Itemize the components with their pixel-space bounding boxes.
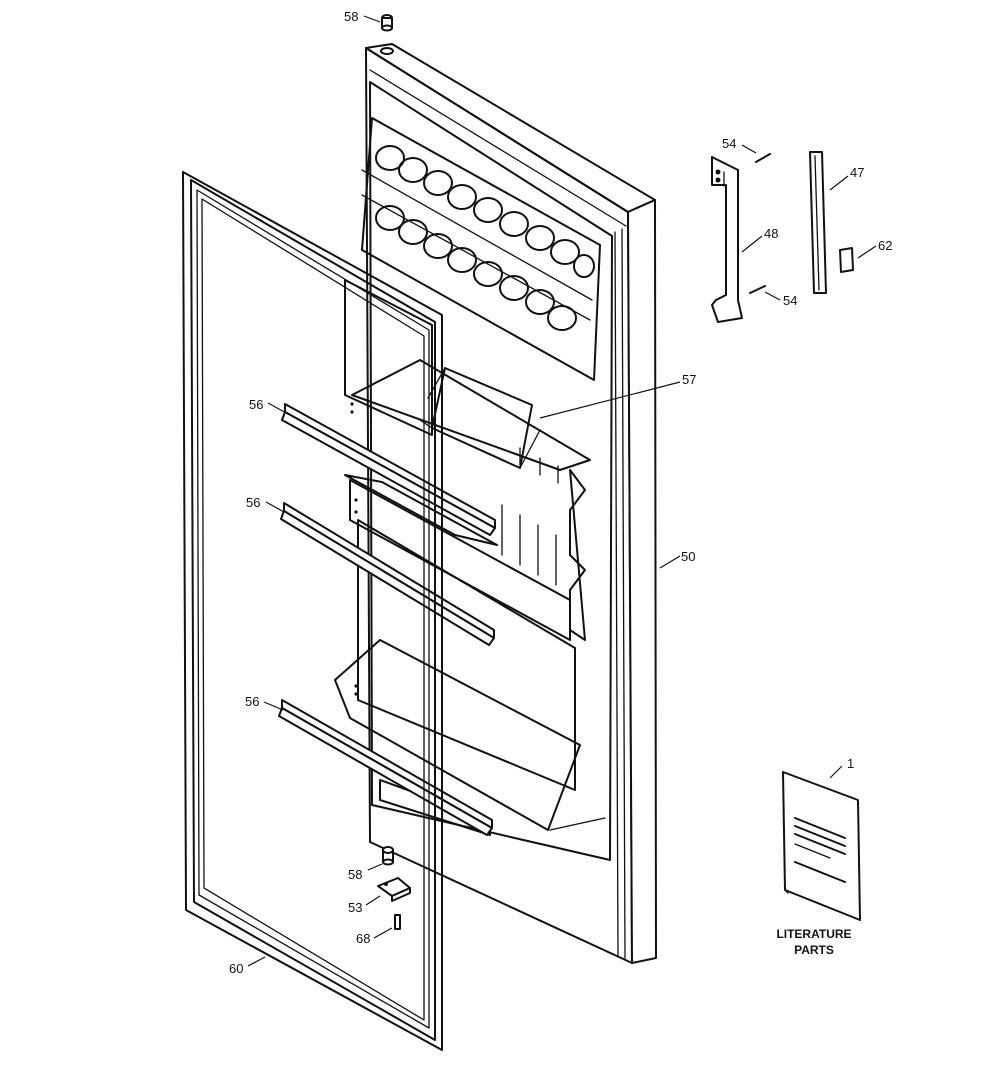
callout-1: 1: [847, 756, 854, 771]
door-handle: [711, 156, 743, 323]
callout-56-middle: 56: [246, 495, 260, 510]
shelf-rail-lower: [278, 699, 493, 836]
trim-insert: [839, 247, 854, 273]
callout-labels: 58 54 47 48 62 54 57 56 56 50 56 1 58 53…: [229, 9, 892, 976]
callout-48: 48: [764, 226, 778, 241]
callout-58-bottom: 58: [348, 867, 362, 882]
door-liner: [334, 81, 613, 861]
callout-54-bottom: 54: [783, 293, 797, 308]
callout-47: 47: [850, 165, 864, 180]
leader-lines: [247, 15, 877, 967]
callout-62: 62: [878, 238, 892, 253]
door-panel: [365, 43, 657, 964]
callout-54-top: 54: [722, 136, 736, 151]
shelf-rail-middle: [280, 502, 495, 646]
callout-56-upper: 56: [249, 397, 263, 412]
callout-56-lower: 56: [245, 694, 259, 709]
hinge-screw: [394, 914, 401, 930]
handle-screw-top: [755, 153, 771, 163]
callout-68: 68: [356, 931, 370, 946]
literature-caption-line1: LITERATURE: [776, 927, 851, 941]
handle-screw-bottom: [749, 285, 766, 294]
callout-57: 57: [682, 372, 696, 387]
egg-cups-row-1: [375, 145, 595, 278]
hinge-pin-top: [381, 14, 393, 32]
literature-booklet-icon: [782, 771, 861, 921]
literature-caption-line2: PARTS: [794, 943, 834, 957]
callout-53: 53: [348, 900, 362, 915]
callout-60: 60: [229, 961, 243, 976]
callout-58-top: 58: [344, 9, 358, 24]
handle-trim-strip: [809, 151, 827, 294]
egg-cups-row-2: [375, 205, 577, 331]
hinge-bracket: [377, 877, 411, 902]
callout-50: 50: [681, 549, 695, 564]
door-gasket: [182, 171, 443, 1051]
hinge-pin-bottom: [382, 846, 394, 866]
